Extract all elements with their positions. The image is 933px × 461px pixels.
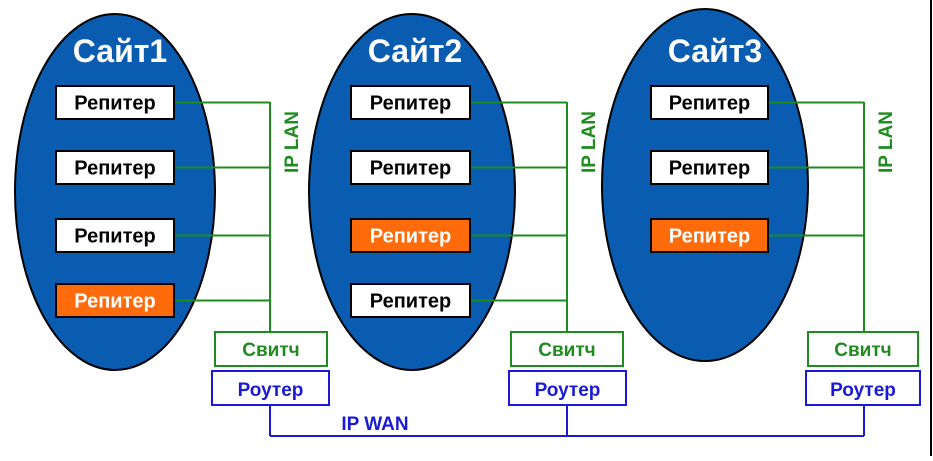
site-1-repeater-2-label: Репитер: [74, 158, 155, 180]
site-3-repeater-3-box[interactable]: [650, 218, 769, 253]
site-1-repeater-1-label: Репитер: [74, 93, 155, 115]
site-2-switch-box[interactable]: [510, 331, 624, 367]
site-2-switch-label: Свитч: [538, 340, 595, 361]
site-1-title: Сайт1: [73, 33, 167, 69]
site-2-repeater-2-label: Репитер: [370, 158, 451, 180]
site-2-repeater-1-box[interactable]: [350, 85, 471, 120]
site-1-repeater-4-box[interactable]: [55, 283, 175, 318]
site-1-repeater-1-box[interactable]: [55, 85, 175, 120]
site-2-repeater-3-label: Репитер: [370, 226, 451, 248]
wan-label: IP WAN: [341, 414, 408, 435]
site-2-title: Сайт2: [368, 33, 462, 69]
site-3-router-box[interactable]: [805, 370, 921, 406]
site-2-repeater-4-label: Репитер: [370, 291, 451, 313]
site-3-repeater-2-box[interactable]: [650, 150, 769, 185]
site-1-repeater-2-box[interactable]: [55, 150, 175, 185]
site-3-switch-box[interactable]: [807, 331, 919, 367]
site-1-router-box[interactable]: [211, 370, 330, 406]
site-1-router-label: Роутер: [238, 380, 304, 401]
site-2-router-label: Роутер: [535, 380, 601, 401]
site-1-lan-label: IP LAN: [282, 111, 303, 173]
site-2-repeater-3-box[interactable]: [350, 218, 471, 253]
site-3-switch-label: Свитч: [834, 340, 891, 361]
site-3-repeater-1-box[interactable]: [650, 85, 769, 120]
site-1-switch-box[interactable]: [214, 331, 328, 367]
site-2-repeater-2-box[interactable]: [350, 150, 471, 185]
site-1-repeater-4-label: Репитер: [74, 291, 155, 313]
site-3-repeater-2-label: Репитер: [669, 158, 750, 180]
site-3-repeater-1-label: Репитер: [669, 93, 750, 115]
site-2-repeater-1-label: Репитер: [370, 93, 451, 115]
site-1-repeater-3-label: Репитер: [74, 226, 155, 248]
site-1-repeater-3-box[interactable]: [55, 218, 175, 253]
site-2-repeater-4-box[interactable]: [350, 283, 471, 318]
site-2-router-box[interactable]: [508, 370, 627, 406]
site-3-router-label: Роутер: [830, 380, 896, 401]
site-3-repeater-3-label: Репитер: [669, 226, 750, 248]
site-3-title: Сайт3: [668, 33, 762, 69]
site-3-lan-label: IP LAN: [876, 111, 897, 173]
site-2-lan-label: IP LAN: [579, 111, 600, 173]
site-1-switch-label: Свитч: [242, 340, 299, 361]
page-edge-divider: [930, 0, 932, 456]
